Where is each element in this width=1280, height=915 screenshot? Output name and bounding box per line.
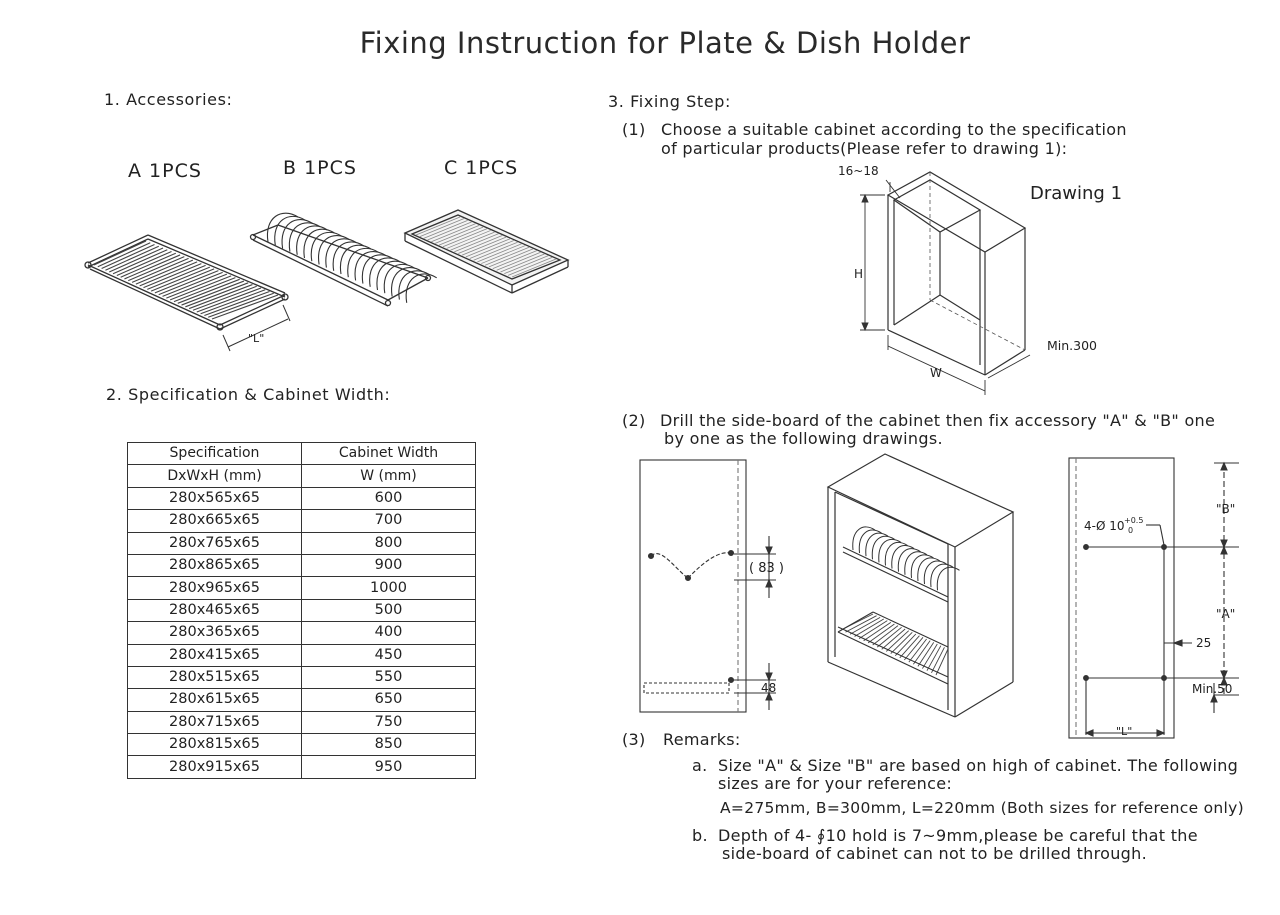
- spec-cell: 280x815x65: [127, 733, 302, 757]
- hole-position-drawing: 4-Ø 10 +0.5 0 "B" "A" 25 Min.50 "L": [1068, 457, 1239, 739]
- remark-b-line2: side-board of cabinet can not to be dril…: [722, 844, 1147, 863]
- accessory-a-label: A 1PCS: [128, 160, 202, 182]
- width-cell: 700: [301, 509, 476, 533]
- step2-number: (2): [622, 411, 646, 430]
- remark-a-line1: Size "A" & Size "B" are based on high of…: [718, 756, 1239, 775]
- hole-tolerance-zero: 0: [1128, 526, 1133, 535]
- width-cell: 600: [301, 486, 476, 511]
- page-title: Fixing Instruction for Plate & Dish Hold…: [359, 26, 971, 60]
- table-units-row: DxWxH (mm) W (mm): [127, 464, 476, 488]
- spec-cell: 280x715x65: [127, 710, 302, 735]
- remark-a-label: a.: [692, 756, 708, 775]
- remark-a-line2: sizes are for your reference:: [718, 774, 953, 793]
- accessory-a-dim-label: "L": [248, 332, 264, 345]
- specification-table: Specification Cabinet Width DxWxH (mm) W…: [127, 441, 476, 779]
- drawing1-cabinet: H W 16~18 Min.300: [838, 164, 1097, 395]
- step2-line1: Drill the side-board of the cabinet then…: [660, 411, 1216, 430]
- remarks-heading: Remarks:: [663, 730, 741, 749]
- remark-b-line1: Depth of 4- ∮10 hold is 7~9mm,please be …: [718, 826, 1198, 845]
- spec-cell: 280x365x65: [127, 621, 302, 645]
- dim-a-label: "A": [1216, 607, 1235, 621]
- accessories-heading: 1. Accessories:: [104, 90, 233, 109]
- width-cell: 950: [301, 755, 476, 779]
- spec-cell: 280x515x65: [127, 665, 302, 690]
- spec-cell: 280x415x65: [127, 643, 302, 667]
- drawing1-title: Drawing 1: [1030, 183, 1123, 204]
- width-cell: 400: [301, 621, 476, 645]
- width-cell: 650: [301, 688, 476, 712]
- accessory-a-drawing: "L": [84, 234, 291, 352]
- dim-l-label: "L": [1116, 725, 1132, 738]
- drawing1-height-label: H: [854, 267, 863, 281]
- width-cell: 850: [301, 733, 476, 757]
- width-cell: 1000: [301, 576, 476, 600]
- width-cell: 900: [301, 553, 476, 578]
- table-header-row: Specification Cabinet Width: [127, 441, 476, 466]
- side-view-dim-83: ( 83 ): [749, 561, 784, 576]
- hole-tolerance-plus: +0.5: [1124, 516, 1143, 525]
- drawing1-depth-label: Min.300: [1047, 338, 1097, 353]
- drawing1-width-label: W: [930, 366, 942, 380]
- fixing-heading: 3. Fixing Step:: [608, 92, 731, 111]
- side-view-dim-48: 48: [761, 681, 776, 695]
- width-cell: 500: [301, 598, 476, 623]
- step3-number: (3): [622, 730, 646, 749]
- spec-cell: 280x865x65: [127, 553, 302, 578]
- spec-cell: 280x565x65: [127, 486, 302, 511]
- spec-cell: 280x465x65: [127, 598, 302, 623]
- width-cell: 800: [301, 531, 476, 555]
- spec-cell: 280x965x65: [127, 576, 302, 600]
- accessory-c-drawing: [403, 209, 570, 294]
- accessory-b-drawing: [249, 212, 437, 307]
- header-cabinet-width: Cabinet Width: [301, 441, 476, 466]
- drawing1-thickness-label: 16~18: [838, 164, 879, 178]
- step1-line2: of particular products(Please refer to d…: [661, 139, 1068, 158]
- accessory-c-label: C 1PCS: [444, 157, 519, 179]
- width-cell: 750: [301, 710, 476, 735]
- dim-b-label: "B": [1216, 502, 1235, 516]
- remark-b-label: b.: [692, 826, 708, 845]
- spec-cell: 280x615x65: [127, 688, 302, 712]
- step1-number: (1): [622, 120, 646, 139]
- cabinet-iso-drawing: [826, 453, 1015, 718]
- dim-25-label: 25: [1196, 636, 1211, 650]
- remark-a-line3: A=275mm, B=300mm, L=220mm (Both sizes fo…: [720, 799, 1244, 817]
- hole-spec-label: 4-Ø 10: [1084, 519, 1125, 533]
- header-specification: Specification: [127, 441, 302, 466]
- accessory-b-label: B 1PCS: [283, 157, 357, 179]
- side-view-drawing: ( 83 ) 48: [639, 459, 784, 713]
- step2-line2: by one as the following drawings.: [664, 429, 943, 448]
- spec-cell: 280x765x65: [127, 531, 302, 555]
- specification-heading: 2. Specification & Cabinet Width:: [106, 385, 391, 404]
- spec-cell: 280x665x65: [127, 509, 302, 533]
- units-cabinet-width: W (mm): [301, 464, 476, 488]
- width-cell: 450: [301, 643, 476, 667]
- width-cell: 550: [301, 665, 476, 690]
- step1-line1: Choose a suitable cabinet according to t…: [661, 120, 1127, 139]
- units-specification: DxWxH (mm): [127, 464, 302, 488]
- dim-min50-label: Min.50: [1192, 682, 1232, 696]
- spec-cell: 280x915x65: [127, 755, 302, 779]
